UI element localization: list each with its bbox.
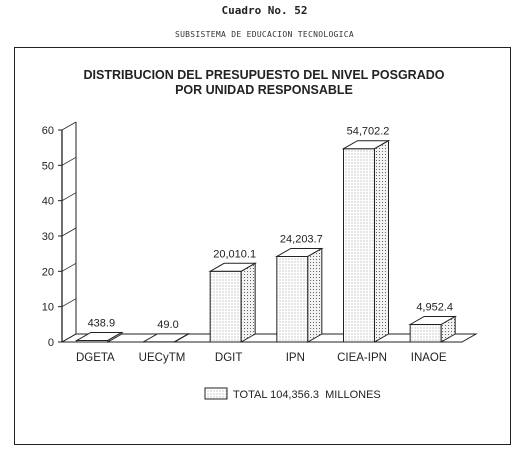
- chart-title-line-1: DISTRIBUCION DEL PRESUPUESTO DEL NIVEL P…: [84, 68, 445, 82]
- bar-side: [240, 262, 256, 343]
- bar-ipn: [274, 247, 324, 343]
- bar-value-label: 20,010.1: [213, 248, 256, 260]
- y-tick-label: 10: [42, 302, 54, 314]
- y-tick-label: 30: [42, 231, 54, 243]
- y-tick-label: 50: [42, 160, 54, 172]
- bar-uecytm: [141, 332, 191, 343]
- bar-value-label: 438.9: [88, 317, 116, 329]
- bar-side: [174, 332, 189, 343]
- y-tick-label: 60: [42, 125, 54, 137]
- y-gridline-depth: [61, 262, 77, 272]
- document-title: Cuadro No. 52: [221, 4, 308, 17]
- x-tick-label: IPN: [286, 352, 305, 364]
- legend-label: TOTAL 104,356.3 MILLONES: [233, 389, 381, 401]
- bar-side: [107, 331, 123, 343]
- bar-dgit: [208, 262, 258, 343]
- y-gridline-depth: [61, 298, 77, 308]
- y-gridline-depth: [61, 333, 77, 343]
- bar-value-label: 24,203.7: [280, 233, 323, 245]
- chart-bars: [74, 139, 458, 343]
- y-gridline-depth: [61, 121, 77, 131]
- bar-side: [307, 247, 323, 343]
- bar-front: [343, 148, 375, 343]
- y-tick-label: 40: [42, 196, 54, 208]
- x-tick-label: CIEA-IPN: [337, 352, 387, 364]
- bar-dgeta: [74, 331, 124, 343]
- legend: TOTAL 104,356.3 MILLONES: [204, 387, 381, 401]
- y-gridline-depth: [61, 227, 77, 237]
- x-tick-label: DGIT: [215, 352, 242, 364]
- bar-value-label: 54,702.2: [347, 126, 390, 138]
- document-subtitle: SUBSISTEMA DE EDUCACION TECNOLOGICA: [174, 30, 355, 39]
- bar-side: [440, 315, 456, 343]
- bar-front: [409, 324, 442, 343]
- x-tick-label: DGETA: [76, 352, 115, 364]
- y-gridline-depth: [61, 156, 77, 166]
- bar-side: [374, 139, 389, 343]
- legend-swatch: [204, 387, 228, 400]
- bar-value-label: 49.0: [157, 319, 178, 331]
- y-gridline-depth: [61, 192, 77, 202]
- bar-value-label: 4,952.4: [416, 302, 453, 314]
- bar-front: [209, 270, 242, 343]
- y-tick-label: 0: [48, 337, 54, 349]
- chart-frame: [14, 47, 511, 445]
- y-tick-label: 20: [42, 266, 54, 278]
- bar-inaoe: [408, 315, 458, 343]
- x-tick-label: UECyTM: [139, 352, 186, 364]
- bar-front: [276, 255, 309, 343]
- bar-ciea-ipn: [341, 139, 391, 343]
- chart-title-line-2: POR UNIDAD RESPONSABLE: [175, 83, 353, 97]
- chart-axes: [58, 121, 478, 343]
- x-tick-label: INAOE: [411, 352, 447, 364]
